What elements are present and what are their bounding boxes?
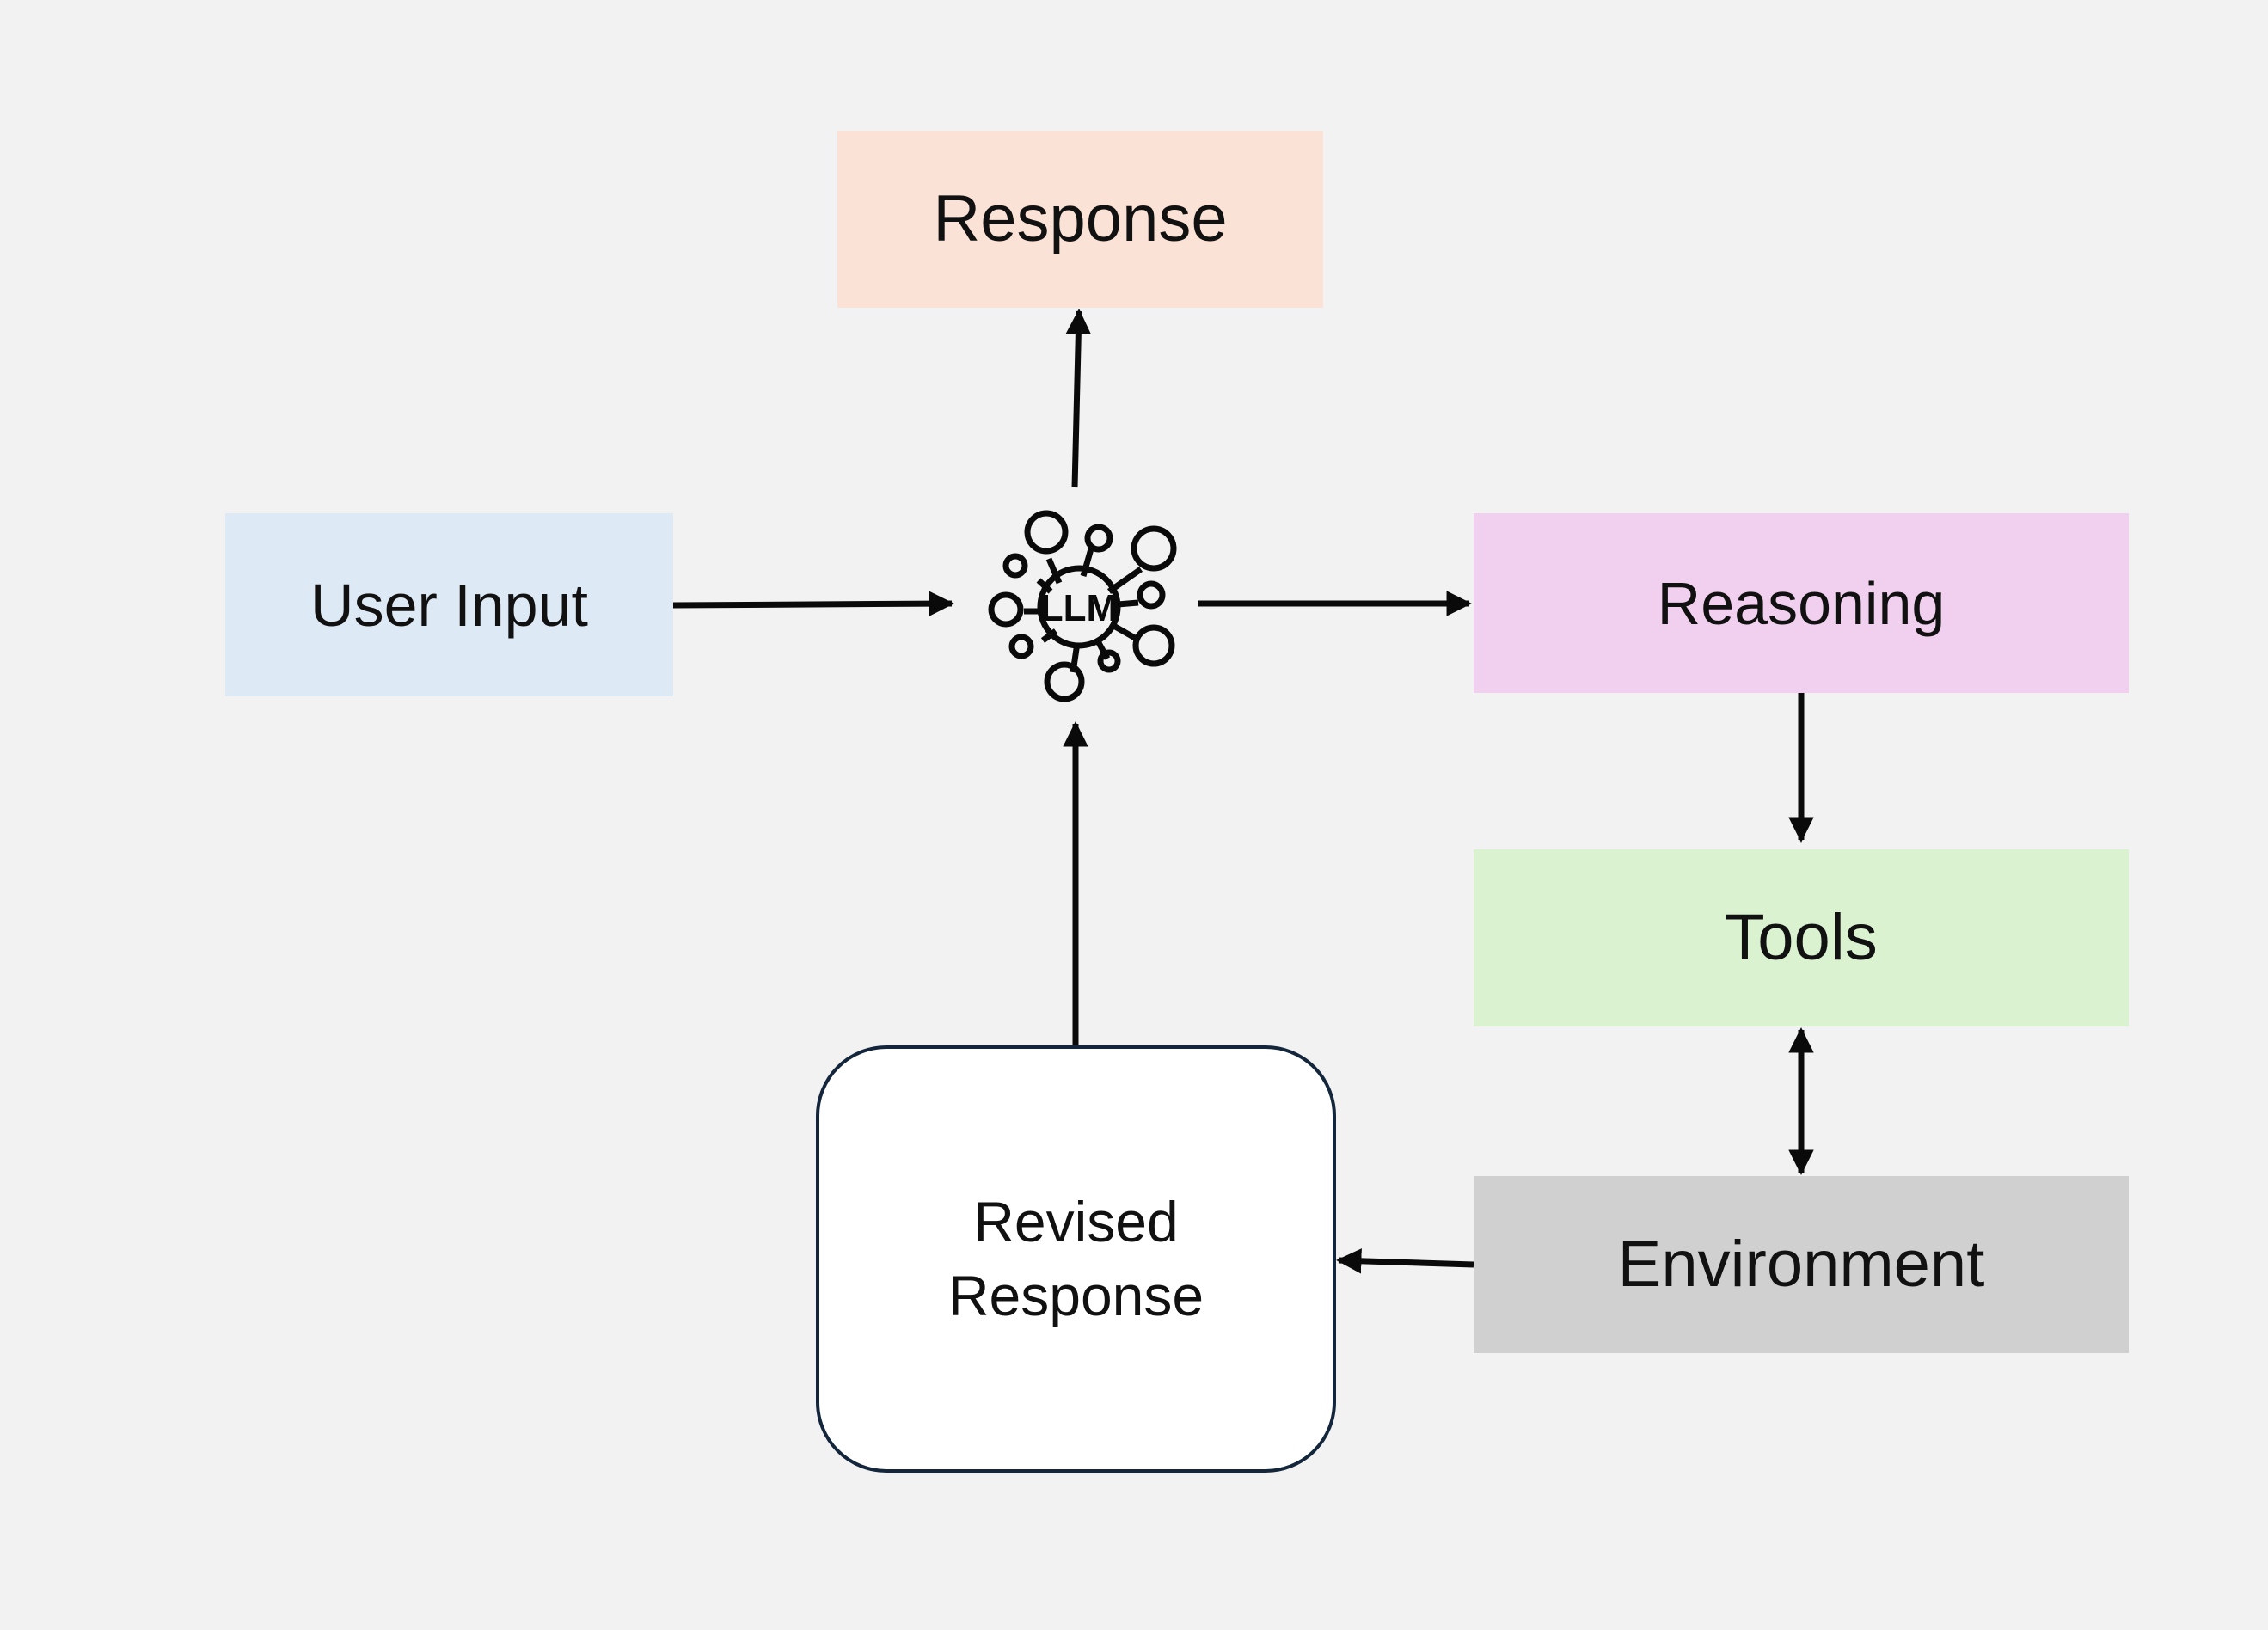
response-node: Response xyxy=(837,131,1323,308)
revised-response-node: Revised Response xyxy=(816,1045,1336,1473)
revised-response-line-2: Response xyxy=(947,1263,1204,1327)
revised-response-line-1: Revised xyxy=(973,1189,1179,1253)
edge-environment-to-revised-response xyxy=(1336,1248,1474,1274)
reasoning-node: Reasoning xyxy=(1474,513,2129,693)
reasoning-label: Reasoning xyxy=(1657,569,1946,637)
llm-label: LLM xyxy=(1040,587,1118,629)
tools-node: Tools xyxy=(1474,849,2129,1026)
environment-node: Environment xyxy=(1474,1176,2129,1353)
tools-label: Tools xyxy=(1725,901,1878,975)
response-label: Response xyxy=(933,182,1228,256)
environment-label: Environment xyxy=(1617,1228,1985,1302)
user-input-label: User Input xyxy=(310,571,588,639)
neural-network-icon: LLM xyxy=(988,510,1177,702)
user-input-node: User Input xyxy=(225,513,673,696)
edge-llm-to-response xyxy=(1065,309,1092,488)
edge-user-input-to-llm xyxy=(672,591,954,616)
